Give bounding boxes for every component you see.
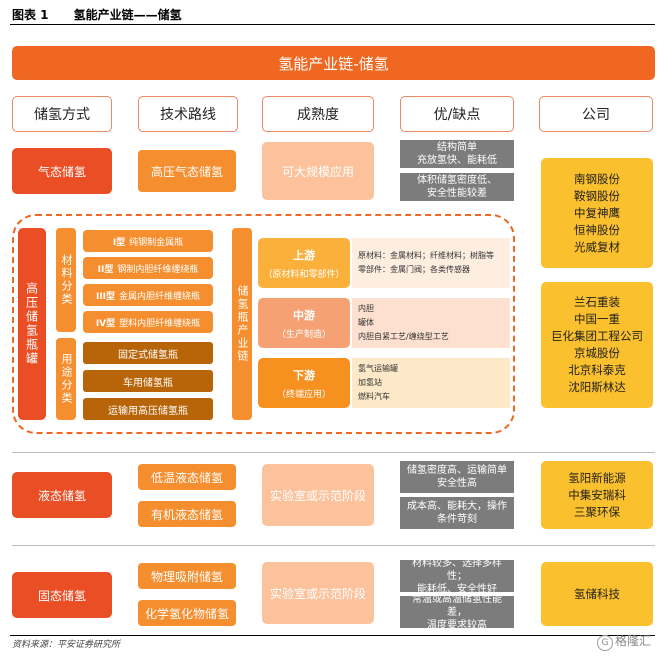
solid-maturity: 实验室或示范阶段 bbox=[262, 562, 374, 624]
company-name: 氢储科技 bbox=[574, 586, 620, 601]
stage-midstream-detail: 内胆 罐体 内胆自紧工艺/缠绕型工艺 bbox=[352, 298, 510, 348]
liquid-companies: 氢阳新能源 中集安瑞科 三聚环保 bbox=[541, 461, 653, 529]
tank-container bbox=[12, 214, 515, 434]
company-name: 恒神股份 bbox=[574, 222, 620, 237]
header-company: 公司 bbox=[539, 96, 653, 132]
solid-pros: 材料较多、选择多样性； 能耗低、安全性好 bbox=[400, 558, 514, 595]
liquid-method: 液态储氢 bbox=[12, 472, 112, 518]
figure-title: 图表 1 氢能产业链——储氢 bbox=[12, 6, 182, 23]
chain-label: 储氢瓶产业链 bbox=[232, 228, 252, 420]
gas-maturity: 可大规模应用 bbox=[262, 142, 374, 200]
company-name: 三聚环保 bbox=[574, 504, 620, 519]
company-name: 北京科泰克 bbox=[568, 363, 626, 377]
solid-route-1: 物理吸附储氢 bbox=[138, 563, 236, 589]
material-type-3: III型金属内胆纤维缠绕瓶 bbox=[83, 284, 213, 306]
liquid-maturity: 实验室或示范阶段 bbox=[262, 464, 374, 526]
material-type-1: I型纯钢制金属瓶 bbox=[83, 230, 213, 252]
company-name: 京城股份 bbox=[574, 346, 620, 360]
usage-3: 运输用高压储氢瓶 bbox=[83, 398, 213, 420]
solid-route-2: 化学氢化物储氢 bbox=[138, 600, 236, 626]
solid-cons: 常温或高温储氢性能差， 温度要求较高 bbox=[400, 594, 514, 631]
liquid-route-1: 低温液态储氢 bbox=[138, 464, 236, 490]
company-name: 南钢股份 bbox=[574, 171, 620, 186]
liquid-route-2: 有机液态储氢 bbox=[138, 501, 236, 527]
company-name: 光威复材 bbox=[574, 239, 620, 254]
header-maturity: 成熟度 bbox=[262, 96, 374, 132]
gas-companies-b: 兰石重装 中国一重 巨化集团工程公司 京城股份 北京科泰克 沈阳斯林达 bbox=[541, 282, 653, 408]
gas-method: 气态储氢 bbox=[12, 148, 112, 194]
liquid-pros: 储氢密度高、运输简单 安全性高 bbox=[400, 461, 514, 493]
gas-pros: 结构简单 充放氢快、能耗低 bbox=[400, 140, 514, 168]
solid-method: 固态储氢 bbox=[12, 572, 112, 618]
company-name: 兰石重装 bbox=[574, 295, 620, 309]
usage-2: 车用储氢瓶 bbox=[83, 370, 213, 392]
company-name: 氢阳新能源 bbox=[568, 470, 626, 485]
divider bbox=[12, 545, 655, 546]
tank-title: 高压储氢瓶罐 bbox=[18, 228, 46, 420]
usage-1: 固定式储氢瓶 bbox=[83, 342, 213, 364]
liquid-cons: 成本高、能耗大，操作 条件苛刻 bbox=[400, 497, 514, 529]
banner: 氢能产业链-储氢 bbox=[12, 46, 655, 80]
company-name: 中国一重 bbox=[574, 312, 620, 326]
header-route: 技术路线 bbox=[138, 96, 238, 132]
material-type-2: II型钢制内胆纤维缠绕瓶 bbox=[83, 257, 213, 279]
gas-route: 高压气态储氢 bbox=[138, 150, 236, 192]
gas-cons: 体积储氢密度低、 安全性能较差 bbox=[400, 173, 514, 201]
gas-companies-a: 南钢股份 鞍钢股份 中复神鹰 恒神股份 光威复材 bbox=[541, 158, 653, 268]
company-name: 沈阳斯林达 bbox=[568, 380, 626, 394]
company-name: 巨化集团工程公司 bbox=[551, 329, 643, 343]
company-name: 鞍钢股份 bbox=[574, 188, 620, 203]
header-pros-cons: 优/缺点 bbox=[400, 96, 514, 132]
material-type-4: IV型塑料内胆纤维缠绕瓶 bbox=[83, 311, 213, 333]
top-rule bbox=[10, 24, 655, 25]
stage-downstream: 下游 （终端应用） bbox=[258, 358, 350, 408]
stage-downstream-detail: 氢气运输罐 加氢站 燃料汽车 bbox=[352, 358, 510, 408]
company-name: 中集安瑞科 bbox=[568, 487, 626, 502]
material-label: 材料分类 bbox=[56, 228, 76, 332]
stage-upstream: 上游 （原材料和零部件） bbox=[258, 238, 350, 288]
header-method: 储氢方式 bbox=[12, 96, 112, 132]
figure-title-text: 氢能产业链——储氢 bbox=[73, 8, 182, 22]
source-note: 资料来源：平安证券研究所 bbox=[12, 640, 121, 650]
divider bbox=[12, 452, 655, 453]
stage-midstream: 中游 （生产制造） bbox=[258, 298, 350, 348]
figure-label: 图表 1 bbox=[12, 8, 49, 22]
usage-label: 用途分类 bbox=[56, 338, 76, 420]
company-name: 中复神鹰 bbox=[574, 205, 620, 220]
solid-companies: 氢储科技 bbox=[541, 562, 653, 626]
watermark-logo-icon: G bbox=[597, 635, 613, 651]
stage-upstream-detail: 原材料：金属材料；纤维材料；树脂等 零部件：金属门阀；各类传感器 bbox=[352, 238, 510, 288]
bottom-rule bbox=[10, 635, 655, 636]
